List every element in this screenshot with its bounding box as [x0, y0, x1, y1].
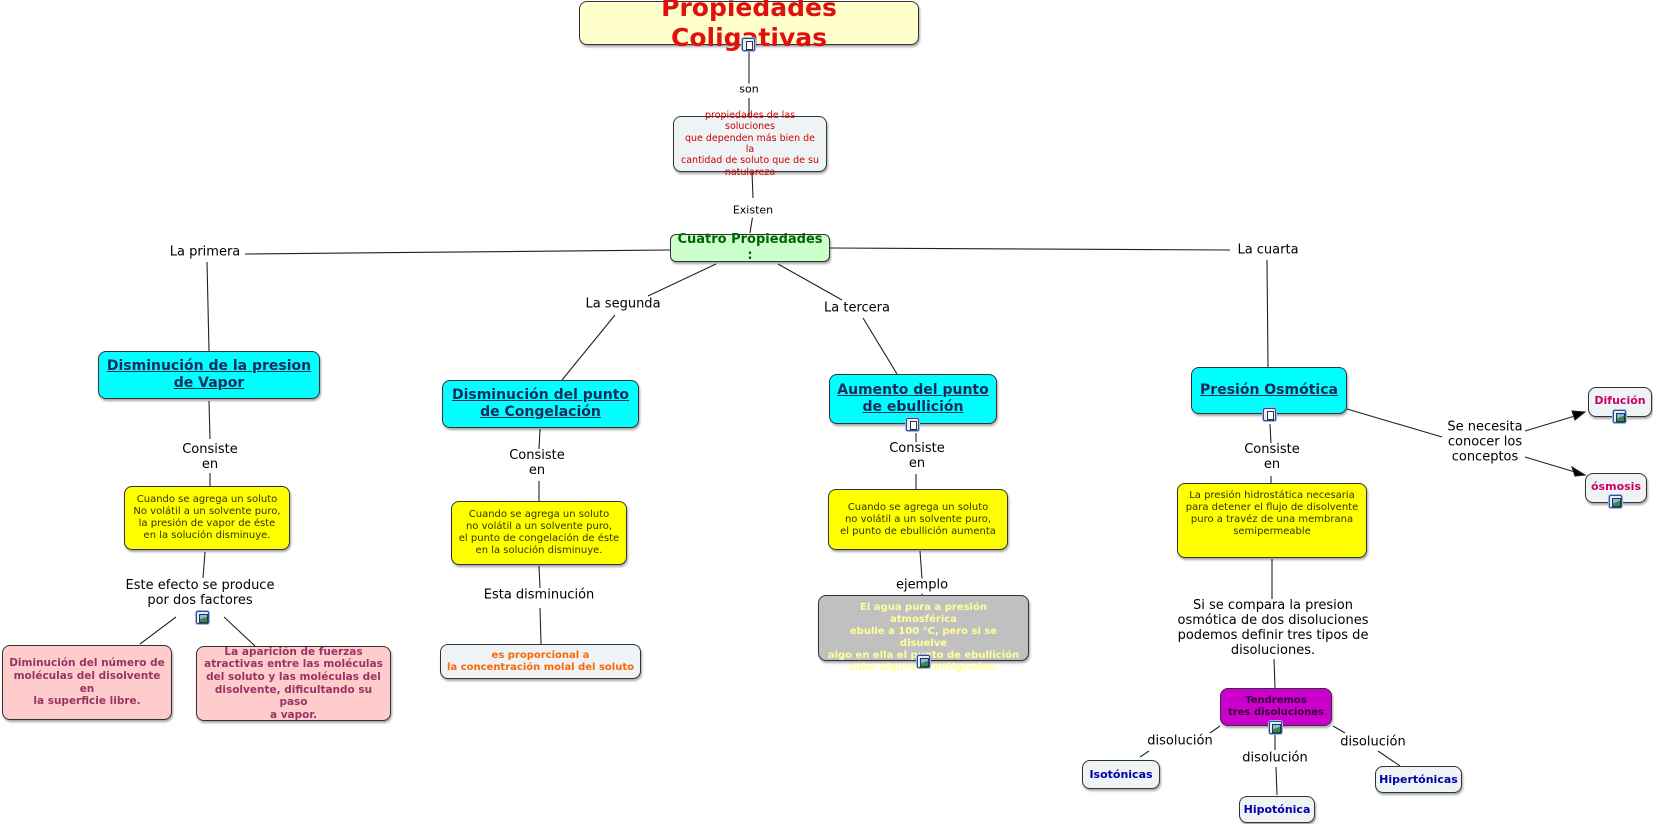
cuatro-propiedades-text: Cuatro Propiedades :	[677, 232, 823, 263]
link-la-tercera: La tercera	[822, 300, 892, 317]
link-este-efecto: Este efecto se produce por dos factores	[123, 578, 277, 609]
link-la-segunda: La segunda	[583, 296, 663, 313]
image-icon[interactable]	[1609, 495, 1622, 508]
concept-osmosis[interactable]: ósmosis	[1585, 473, 1647, 503]
description-punto-congelacion[interactable]: Cuando se agrega un soluto no volátil a …	[451, 501, 627, 565]
image-icon[interactable]	[917, 655, 930, 668]
link-consiste-en: Consiste en	[180, 442, 240, 473]
solution-hipotonica-text: Hipotónica	[1243, 802, 1311, 816]
property-punto-congelacion-text: Disminución del punto de Congelación	[451, 387, 630, 420]
image-icon[interactable]	[196, 611, 209, 624]
link-existen: Existen	[730, 203, 776, 218]
property-presion-osmotica[interactable]: Presión Osmótica	[1191, 367, 1347, 414]
link-ejemplo: ejemplo	[893, 577, 951, 594]
concept-difusion-text: Difución	[1594, 394, 1646, 407]
link-consiste-en: Consiste en	[507, 448, 567, 479]
property-presion-vapor[interactable]: Disminución de la presion de Vapor	[98, 351, 320, 399]
factor-fuerzas-atractivas-text: La aparición de fuerzas atractivas entre…	[204, 645, 383, 721]
description-punto-congelacion-text: Cuando se agrega un soluto no volátil a …	[458, 509, 620, 556]
link-disolucion: disolución	[1145, 733, 1215, 750]
link-consiste-en: Consiste en	[1242, 442, 1302, 473]
definition-node[interactable]: propiedades de las soluciones que depend…	[673, 110, 827, 178]
document-icon[interactable]	[906, 418, 919, 431]
property-presion-osmotica-text: Presión Osmótica	[1200, 382, 1338, 399]
link-si-se-compara: Si se compara la presion osmótica de dos…	[1175, 598, 1371, 659]
solution-hipertonicas-text: Hipertónicas	[1379, 772, 1458, 786]
description-presion-vapor[interactable]: Cuando se agrega un soluto No volátil a …	[124, 486, 290, 550]
tendremos-node[interactable]: Tendremos tres disoluciones	[1220, 688, 1332, 726]
solution-isotonicas[interactable]: Isotónicas	[1082, 760, 1160, 789]
image-icon[interactable]	[1613, 410, 1626, 423]
link-se-necesita: Se necesita conocer los conceptos	[1445, 419, 1525, 466]
link-disolucion: disolución	[1240, 750, 1310, 767]
description-punto-ebullicion[interactable]: Cuando se agrega un soluto no volátil a …	[828, 489, 1008, 550]
proporcional-node[interactable]: es proporcional a la concentración molal…	[440, 644, 641, 679]
ejemplo-agua-node[interactable]: El agua pura a presión atmosférica ebull…	[818, 595, 1029, 673]
link-consiste-en: Consiste en	[887, 441, 947, 472]
solution-isotonicas-text: Isotónicas	[1089, 767, 1153, 781]
solution-hipotonica[interactable]: Hipotónica	[1239, 796, 1315, 823]
image-icon[interactable]	[1269, 721, 1282, 734]
definition-text: propiedades de las soluciones que depend…	[681, 109, 819, 178]
cuatro-propiedades-node[interactable]: Cuatro Propiedades :	[670, 232, 830, 263]
description-presion-osmotica[interactable]: La presión hidrostática necesaria para d…	[1177, 483, 1367, 558]
property-punto-ebullicion-text: Aumento del punto de ebullición	[837, 382, 989, 415]
solution-hipertonicas[interactable]: Hipertónicas	[1375, 766, 1462, 793]
description-presion-osmotica-text: La presión hidrostática necesaria para d…	[1185, 490, 1359, 537]
link-la-primera: La primera	[167, 244, 243, 261]
link-son: son	[737, 82, 761, 97]
property-presion-vapor-text: Disminución de la presion de Vapor	[106, 358, 312, 391]
concept-difusion[interactable]: Difución	[1588, 387, 1652, 417]
link-la-cuarta: La cuarta	[1235, 242, 1301, 259]
factor-fuerzas-atractivas[interactable]: La aparición de fuerzas atractivas entre…	[196, 646, 391, 721]
property-punto-ebullicion[interactable]: Aumento del punto de ebullición	[829, 374, 997, 424]
factor-diminucion-moleculas-text: Diminución del número de moléculas del d…	[9, 657, 165, 708]
concept-osmosis-text: ósmosis	[1591, 480, 1641, 493]
description-punto-ebullicion-text: Cuando se agrega un soluto no volátil a …	[840, 501, 996, 537]
link-esta-disminucion: Esta disminución	[481, 587, 597, 604]
proporcional-text: es proporcional a la concentración molal…	[447, 649, 634, 673]
ejemplo-agua-text: El agua pura a presión atmosférica ebull…	[827, 602, 1020, 673]
property-punto-congelacion[interactable]: Disminución del punto de Congelación	[442, 380, 639, 428]
link-disolucion: disolución	[1338, 734, 1408, 751]
document-icon[interactable]	[1263, 408, 1276, 421]
factor-diminucion-moleculas[interactable]: Diminución del número de moléculas del d…	[2, 645, 172, 720]
tendremos-text: Tendremos tres disoluciones	[1228, 695, 1324, 718]
document-icon[interactable]	[742, 38, 755, 51]
description-presion-vapor-text: Cuando se agrega un soluto No volátil a …	[133, 494, 281, 541]
